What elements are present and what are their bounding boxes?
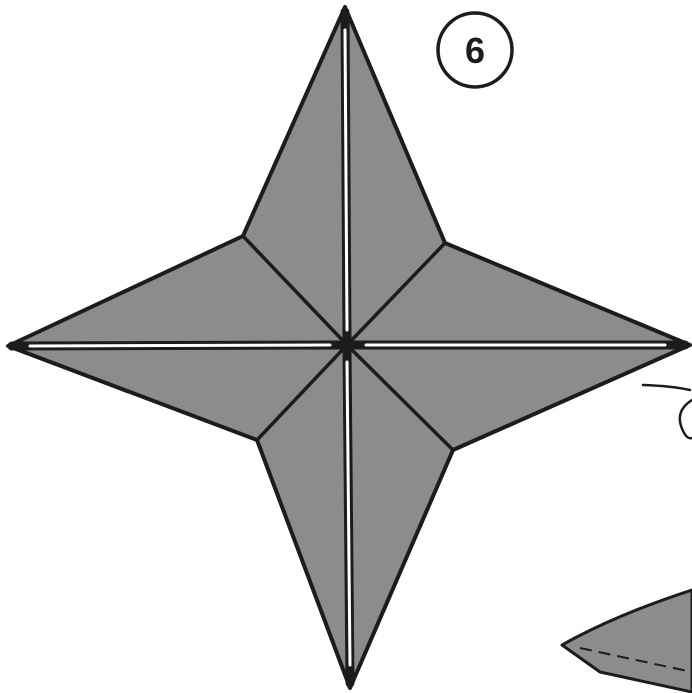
- arrow-loop: [680, 400, 692, 438]
- arrow-stroke: [643, 385, 690, 390]
- origami-star: [8, 7, 690, 688]
- horizontal-crease-left-highlight: [30, 345, 330, 346]
- star-center-point: [342, 340, 352, 350]
- next-step-arrow-fragment: [643, 385, 692, 438]
- next-step-paper: [562, 590, 692, 692]
- step-number: 6: [465, 30, 485, 71]
- step-number-badge: 6: [438, 13, 512, 87]
- vertical-crease-top-highlight: [345, 30, 347, 330]
- next-step-shape-fragment: [562, 590, 692, 692]
